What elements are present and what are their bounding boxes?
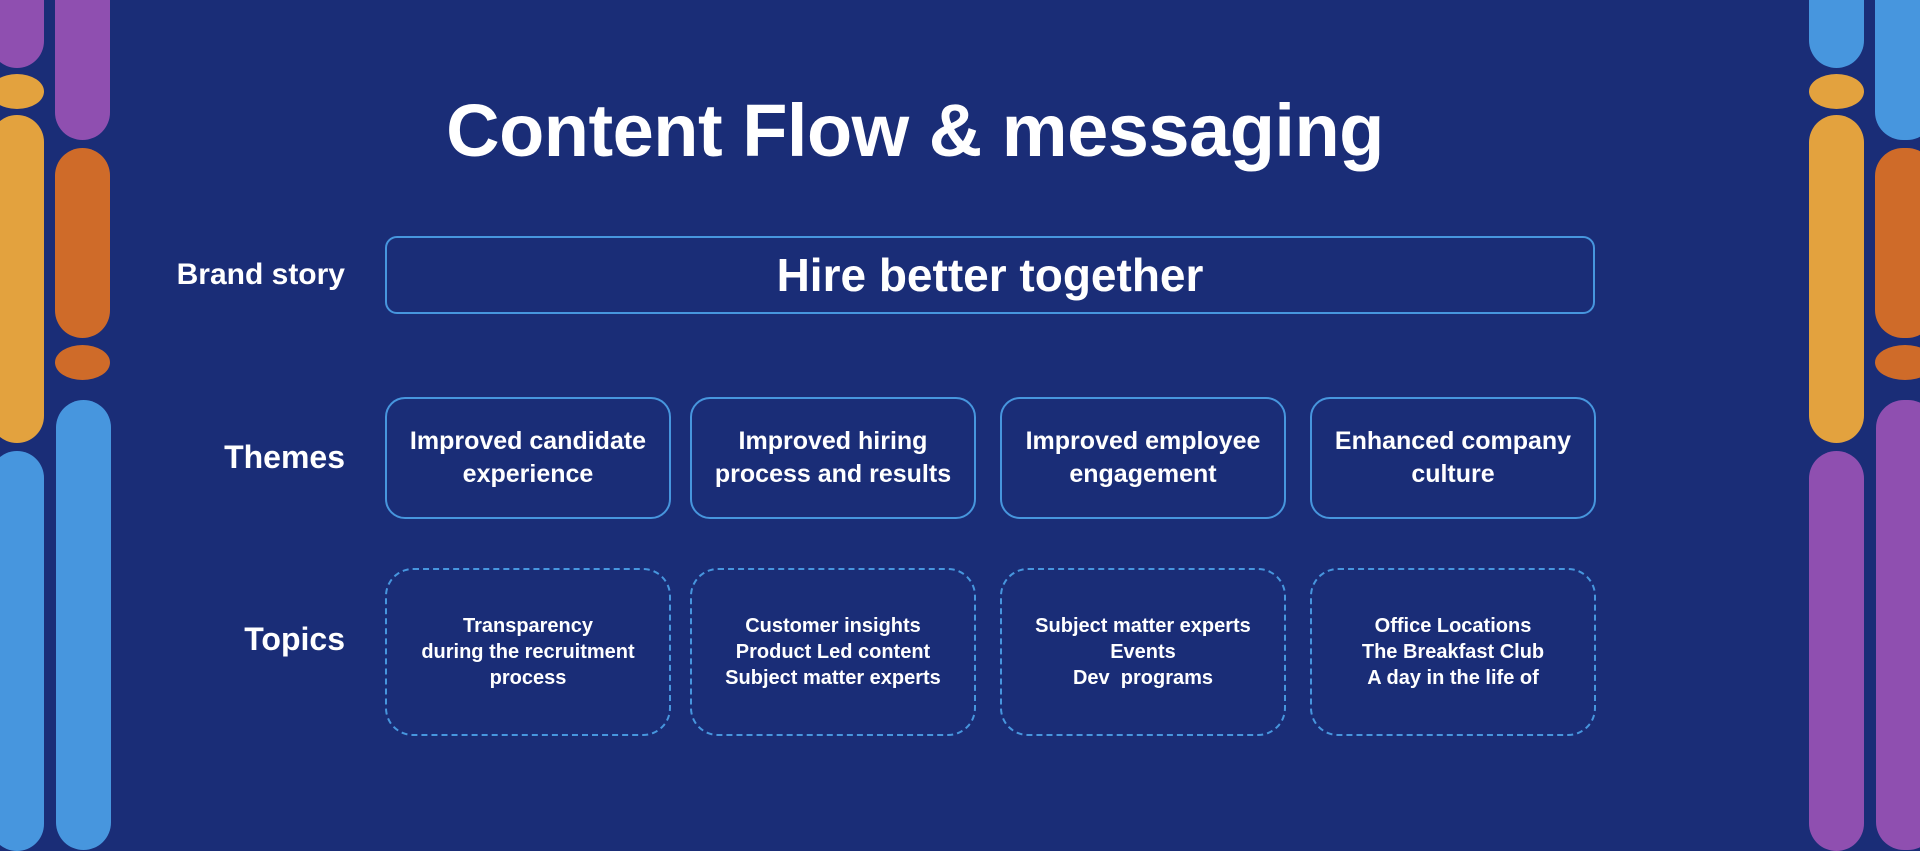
topic-item: Customer insights bbox=[745, 615, 921, 637]
topic-item: Events bbox=[1110, 641, 1176, 663]
decorative-pill bbox=[55, 0, 110, 140]
brand-story-label: Brand story bbox=[176, 258, 345, 291]
topic-item: The Breakfast Club bbox=[1361, 641, 1545, 663]
decorative-pill bbox=[1809, 0, 1864, 68]
theme-text: Enhanced company culture bbox=[1334, 427, 1572, 488]
topic-box: Transparency during the recruitment proc… bbox=[385, 568, 671, 736]
decorative-pill bbox=[1875, 148, 1920, 338]
decorative-dot bbox=[0, 74, 44, 109]
topic-item: Office Locations bbox=[1374, 615, 1532, 637]
theme-text: Improved hiring process and results bbox=[714, 427, 952, 488]
theme-box: Improved employee engagement bbox=[1000, 397, 1286, 519]
topic-box: Subject matter experts Events Dev progra… bbox=[1000, 568, 1286, 736]
theme-box: Improved hiring process and results bbox=[690, 397, 976, 519]
decorative-pill bbox=[1875, 0, 1920, 140]
decorative-pill bbox=[55, 148, 110, 338]
brand-story-box: Hire better together bbox=[385, 236, 1595, 314]
topic-item: A day in the life of bbox=[1367, 667, 1539, 689]
theme-text: Improved candidate experience bbox=[409, 427, 647, 488]
theme-text: Improved employee engagement bbox=[1025, 427, 1261, 488]
topic-box: Customer insights Product Led content Su… bbox=[690, 568, 976, 736]
decorative-dot bbox=[1875, 345, 1920, 380]
slide-title: Content Flow & messaging bbox=[446, 89, 1384, 172]
topic-item: Dev programs bbox=[1072, 667, 1214, 689]
topic-item: during the recruitment bbox=[421, 641, 635, 663]
decorative-pill bbox=[0, 451, 44, 851]
decorative-pill bbox=[0, 115, 44, 443]
decorative-dot bbox=[1809, 74, 1864, 109]
topic-item: Subject matter experts bbox=[1035, 615, 1251, 637]
topics-label: Topics bbox=[244, 621, 345, 657]
topic-item: process bbox=[489, 667, 567, 689]
decorative-pill bbox=[1809, 451, 1864, 851]
brand-story-text: Hire better together bbox=[776, 249, 1204, 301]
decorative-pill bbox=[1809, 115, 1864, 443]
topic-item: Transparency bbox=[462, 615, 594, 637]
decorative-pill bbox=[1876, 400, 1920, 850]
theme-box: Enhanced company culture bbox=[1310, 397, 1596, 519]
decorative-pill bbox=[0, 0, 44, 68]
topic-item: Subject matter experts bbox=[725, 667, 941, 689]
topic-box: Office Locations The Breakfast Club A da… bbox=[1310, 568, 1596, 736]
topic-item: Product Led content bbox=[735, 641, 931, 663]
theme-box: Improved candidate experience bbox=[385, 397, 671, 519]
decorative-pill bbox=[56, 400, 111, 850]
decorative-dot bbox=[55, 345, 110, 380]
themes-label: Themes bbox=[224, 439, 345, 475]
